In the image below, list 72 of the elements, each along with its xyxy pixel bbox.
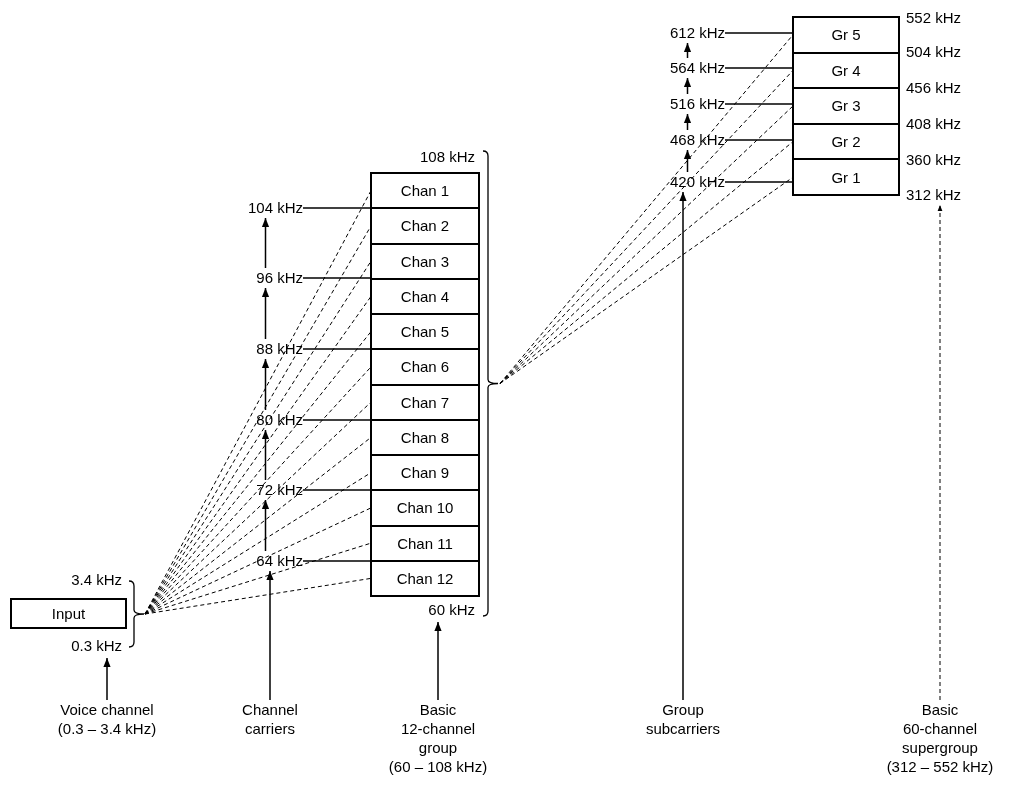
caption-text: Group subcarriers — [633, 700, 733, 738]
channel-box: Chan 9 — [370, 454, 480, 492]
leader-line — [302, 348, 372, 350]
frequency-label: 360 kHz — [906, 150, 963, 170]
caption-text: Basic 60-channel supergroup (312 – 552 kHz) — [884, 700, 996, 776]
arrow — [261, 499, 270, 552]
arrow — [261, 358, 270, 411]
frequency-label: 108 kHz — [418, 147, 475, 167]
channel-box: Chan 3 — [370, 242, 480, 280]
frequency-label: 504 kHz — [906, 42, 963, 62]
channel-box: Chan 8 — [370, 418, 480, 456]
channel-box: Chan 5 — [370, 313, 480, 351]
arrow — [683, 113, 692, 131]
frequency-label: 64 kHz — [228, 551, 303, 571]
frequency-label: 72 kHz — [228, 480, 303, 500]
leader-line — [302, 207, 372, 209]
leader-line — [724, 103, 794, 105]
frequency-label: 60 kHz — [427, 600, 475, 620]
arrow — [679, 191, 687, 701]
arrow — [261, 287, 270, 340]
group-box: Gr 4 — [792, 51, 900, 90]
frequency-label: 516 kHz — [650, 94, 725, 114]
caption-text: Channel carriers — [228, 700, 312, 738]
leader-line — [724, 67, 794, 69]
group-box: Gr 5 — [792, 16, 900, 54]
group-box: Gr 3 — [792, 87, 900, 125]
leader-line — [724, 181, 794, 183]
arrow — [683, 77, 692, 95]
frequency-label: 0.3 kHz — [70, 636, 122, 656]
arrow — [683, 149, 692, 173]
frequency-label: 104 kHz — [228, 198, 303, 218]
frequency-label: 408 kHz — [906, 114, 963, 134]
dashed-arrow — [937, 204, 943, 701]
leader-line — [302, 277, 372, 279]
frequency-label: 456 kHz — [906, 78, 963, 98]
arrow — [683, 42, 692, 59]
arrow — [434, 621, 442, 701]
channel-box: Chan 2 — [370, 207, 480, 245]
channel-box: Chan 4 — [370, 277, 480, 315]
frequency-label: 552 kHz — [906, 8, 963, 28]
frequency-label: 420 kHz — [650, 172, 725, 192]
frequency-label: 564 kHz — [650, 58, 725, 78]
channel-box: Chan 11 — [370, 524, 480, 562]
frequency-label: 3.4 kHz — [70, 570, 122, 590]
channel-box: Chan 6 — [370, 348, 480, 386]
leader-line — [302, 489, 372, 491]
caption-text: Basic 12-channel group (60 – 108 kHz) — [386, 700, 490, 776]
channel-box: Chan 7 — [370, 383, 480, 421]
channel-box: Chan 1 — [370, 172, 480, 210]
dashed-line — [144, 436, 372, 615]
arrow — [261, 429, 270, 481]
arrow — [266, 570, 274, 701]
group-box: Gr 1 — [792, 158, 900, 196]
leader-line — [724, 139, 794, 141]
dashed-line — [144, 507, 372, 615]
input-box: Input — [10, 598, 127, 629]
leader-line — [724, 32, 794, 34]
arrow — [103, 657, 111, 701]
frequency-label: 312 kHz — [906, 185, 963, 205]
dashed-line — [144, 577, 372, 615]
frequency-label: 468 kHz — [650, 130, 725, 150]
arrow — [261, 217, 270, 269]
frequency-label: 96 kHz — [228, 268, 303, 288]
channel-box: Chan 12 — [370, 559, 480, 597]
leader-line — [302, 560, 372, 562]
channel-box: Chan 10 — [370, 489, 480, 527]
frequency-label: 612 kHz — [650, 23, 725, 43]
group-box: Gr 2 — [792, 122, 900, 161]
frequency-label: 88 kHz — [228, 339, 303, 359]
frequency-label: 80 kHz — [228, 410, 303, 430]
caption-text: Voice channel (0.3 – 3.4 kHz) — [47, 700, 167, 738]
leader-line — [302, 419, 372, 421]
